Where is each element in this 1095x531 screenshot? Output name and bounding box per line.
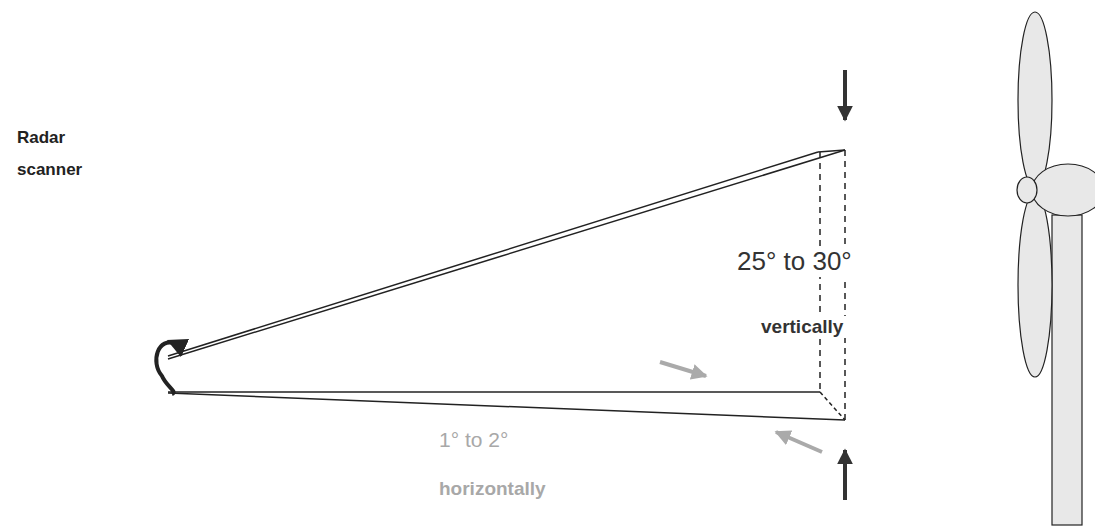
dashed-guide xyxy=(820,150,845,420)
angle-label: horizontally xyxy=(436,478,549,500)
angle-label: 25° to 30° xyxy=(734,247,855,277)
horizontal-arrow xyxy=(776,432,822,452)
vertical-arrow xyxy=(843,450,847,500)
rotation-arrow xyxy=(156,343,176,394)
horizontal-beam xyxy=(168,392,845,420)
angle-label: 1° to 2° xyxy=(436,428,511,452)
angle-label: vertically xyxy=(758,316,846,338)
radar-label: Radar scanner xyxy=(14,122,100,187)
vertical-arrow xyxy=(843,70,847,120)
wind-turbine xyxy=(1017,12,1095,525)
horizontal-arrow xyxy=(660,362,706,376)
